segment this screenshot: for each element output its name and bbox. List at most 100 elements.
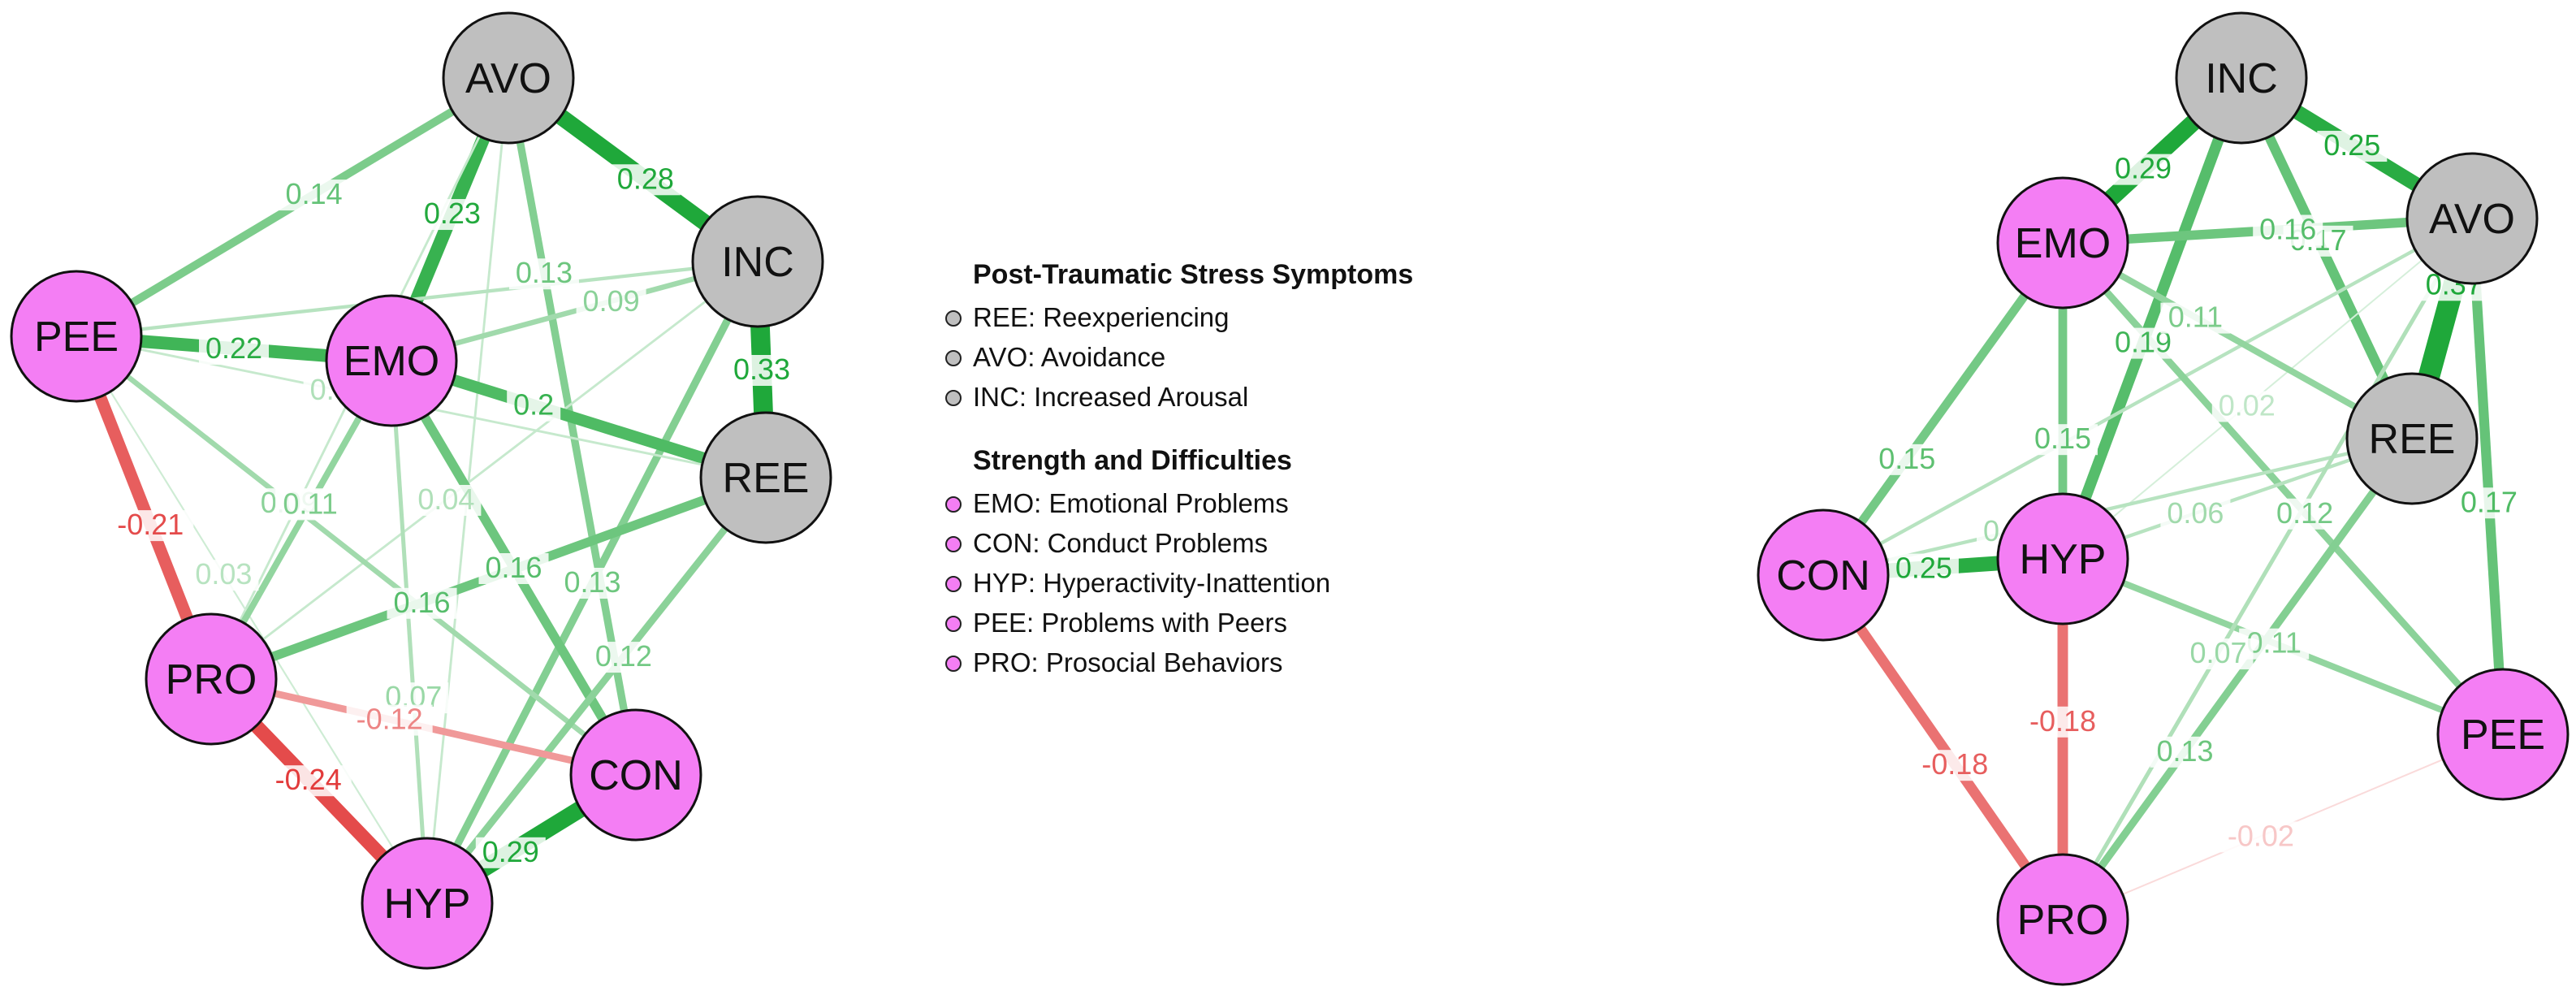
edge-emo-con xyxy=(1819,240,2067,578)
edge-weight-text: 0.06 xyxy=(2167,496,2224,530)
node-avo: AVO xyxy=(442,11,575,145)
edge-weight-text: 0.16 xyxy=(2259,213,2316,246)
edge-inc-hyp xyxy=(2057,76,2247,561)
node-circle xyxy=(2405,152,2539,285)
edge-label-background xyxy=(2150,736,2220,768)
edge-label-background xyxy=(107,510,194,542)
edge-label-inc-emo: 0.09 xyxy=(576,284,646,318)
edge-label-background xyxy=(2317,131,2388,162)
legend-item: HYP: Hyperactivity-Inattention xyxy=(934,563,1413,603)
edge-label-background xyxy=(1912,750,1999,781)
edge-weight-text: 0.33 xyxy=(733,353,790,386)
node-label: CON xyxy=(589,752,683,799)
legend-item-label: INC: Increased Arousal xyxy=(973,382,1249,412)
edge-label-pro-avo: 0.07 xyxy=(2183,636,2254,670)
edge-weight-text: 0.13 xyxy=(516,256,573,289)
edge-weight-text: 0.15 xyxy=(2034,422,2091,455)
node-circle xyxy=(1996,176,2129,309)
legend-item: PEE: Problems with Peers xyxy=(934,603,1413,643)
edge-label-avo-hyp: 0.02 xyxy=(2211,388,2282,422)
edge-weight-text: 0.16 xyxy=(485,551,542,584)
edge-label-ree-hyp: 0.06 xyxy=(2160,496,2231,530)
edge-weight-text: 0.17 xyxy=(2461,485,2518,518)
edge-weight-text: -0.12 xyxy=(357,703,423,736)
edge-label-pro-hyp: -0.24 xyxy=(265,763,352,797)
edge-label-emo-hyp: 0.15 xyxy=(2028,422,2098,456)
node-circle xyxy=(1996,853,2129,986)
legend-group-title: Post-Traumatic Stress Symptoms xyxy=(973,259,1414,290)
legend-item-label: AVO: Avoidance xyxy=(973,342,1166,372)
edge-label-background xyxy=(411,484,482,516)
edge-label-background xyxy=(2160,498,2231,530)
edge-weight-text: -0.21 xyxy=(117,508,184,541)
edge-label-background xyxy=(1888,553,1959,585)
edge-label-background xyxy=(2108,154,2178,185)
edge-weight-text: 0.16 xyxy=(394,586,451,619)
edge-label-pee-pro: -0.21 xyxy=(107,508,194,542)
edge-label-con-pro: -0.18 xyxy=(1912,747,1999,781)
edge-weight-text: 0.22 xyxy=(205,331,262,365)
node-label: PEE xyxy=(34,314,119,361)
edge-label-background xyxy=(508,258,579,290)
edge-label-background xyxy=(2211,391,2282,422)
edge-label-pro-con: -0.12 xyxy=(346,703,433,736)
edge-label-background xyxy=(610,164,681,196)
legend-item: PRO: Prosocial Behaviors xyxy=(934,643,1413,682)
node-circle xyxy=(442,11,575,145)
edge-pee-hyp xyxy=(76,335,428,904)
node-circle xyxy=(691,195,824,328)
edge-weight-text: 0.03 xyxy=(195,557,252,591)
edge-label-emo-con: 0.16 xyxy=(478,551,549,584)
node-pee: PEE xyxy=(10,270,143,403)
edge-weight-text: 0.12 xyxy=(2276,496,2333,530)
node-hyp: HYP xyxy=(361,837,494,970)
node-circle xyxy=(325,294,458,427)
node-circle xyxy=(145,612,278,746)
edge-label-avo-pee: 0.17 xyxy=(2453,485,2524,519)
edge-label-background xyxy=(279,180,349,211)
edge-label-background xyxy=(346,704,433,736)
edge-label-background xyxy=(199,334,269,365)
node-circle xyxy=(2345,372,2479,505)
edge-label-pro-ree: 0.13 xyxy=(2150,734,2220,768)
node-emo: EMO xyxy=(1996,176,2129,309)
node-label: INC xyxy=(721,239,794,286)
legend-swatch-icon xyxy=(945,536,962,552)
edge-weight-text: -0.02 xyxy=(2228,819,2294,852)
edge-label-emo-pro: 0.11 xyxy=(275,487,346,521)
legend-item: REE: Reexperiencing xyxy=(934,297,1413,337)
legend-swatch-icon xyxy=(945,616,962,632)
edge-label-pee-hyp: 0.03 xyxy=(188,557,259,591)
edge-weight-text: 0.11 xyxy=(2246,626,2301,660)
edge-label-background xyxy=(2453,487,2524,519)
edge-label-background xyxy=(2253,214,2323,246)
node-con: CON xyxy=(1757,508,1890,642)
edge-weight-text: 0.11 xyxy=(283,487,337,520)
legend-item: CON: Conduct Problems xyxy=(934,523,1413,563)
node-label: HYP xyxy=(2020,536,2107,583)
edge-weight-text: -0.24 xyxy=(275,763,342,796)
edge-label-background xyxy=(275,489,346,521)
node-label: AVO xyxy=(2429,196,2515,243)
edge-weight-text: 0.25 xyxy=(1895,552,1952,585)
edge-weight-text: 0.07 xyxy=(2189,636,2246,669)
edge-weight-text: 0.29 xyxy=(2115,152,2172,185)
edge-labels: 0.290.250.190.170.160.370.170.020.150.15… xyxy=(1872,128,2524,853)
edge-label-background xyxy=(2217,821,2304,853)
edge-weight-text: 0.2 xyxy=(513,388,554,422)
legend-item-label: REE: Reexperiencing xyxy=(973,302,1230,332)
edge-label-emo-con: 0.15 xyxy=(1872,442,1943,475)
edge-inc-pro xyxy=(210,260,759,681)
edge-ree-con xyxy=(1822,436,2413,578)
legend-item-label: HYP: Hyperactivity-Inattention xyxy=(973,568,1331,598)
edge-label-inc-avo: 0.25 xyxy=(2317,128,2388,162)
node-emo: EMO xyxy=(325,294,458,427)
edge-weight-text: 0.23 xyxy=(424,197,481,230)
network-right: 0.290.250.190.170.160.370.170.020.150.15… xyxy=(1757,11,2570,986)
node-ree: REE xyxy=(2345,372,2479,505)
edge-weight-text: -0.18 xyxy=(2029,704,2096,738)
edge-pee-con xyxy=(75,334,638,777)
node-label: EMO xyxy=(344,338,439,385)
